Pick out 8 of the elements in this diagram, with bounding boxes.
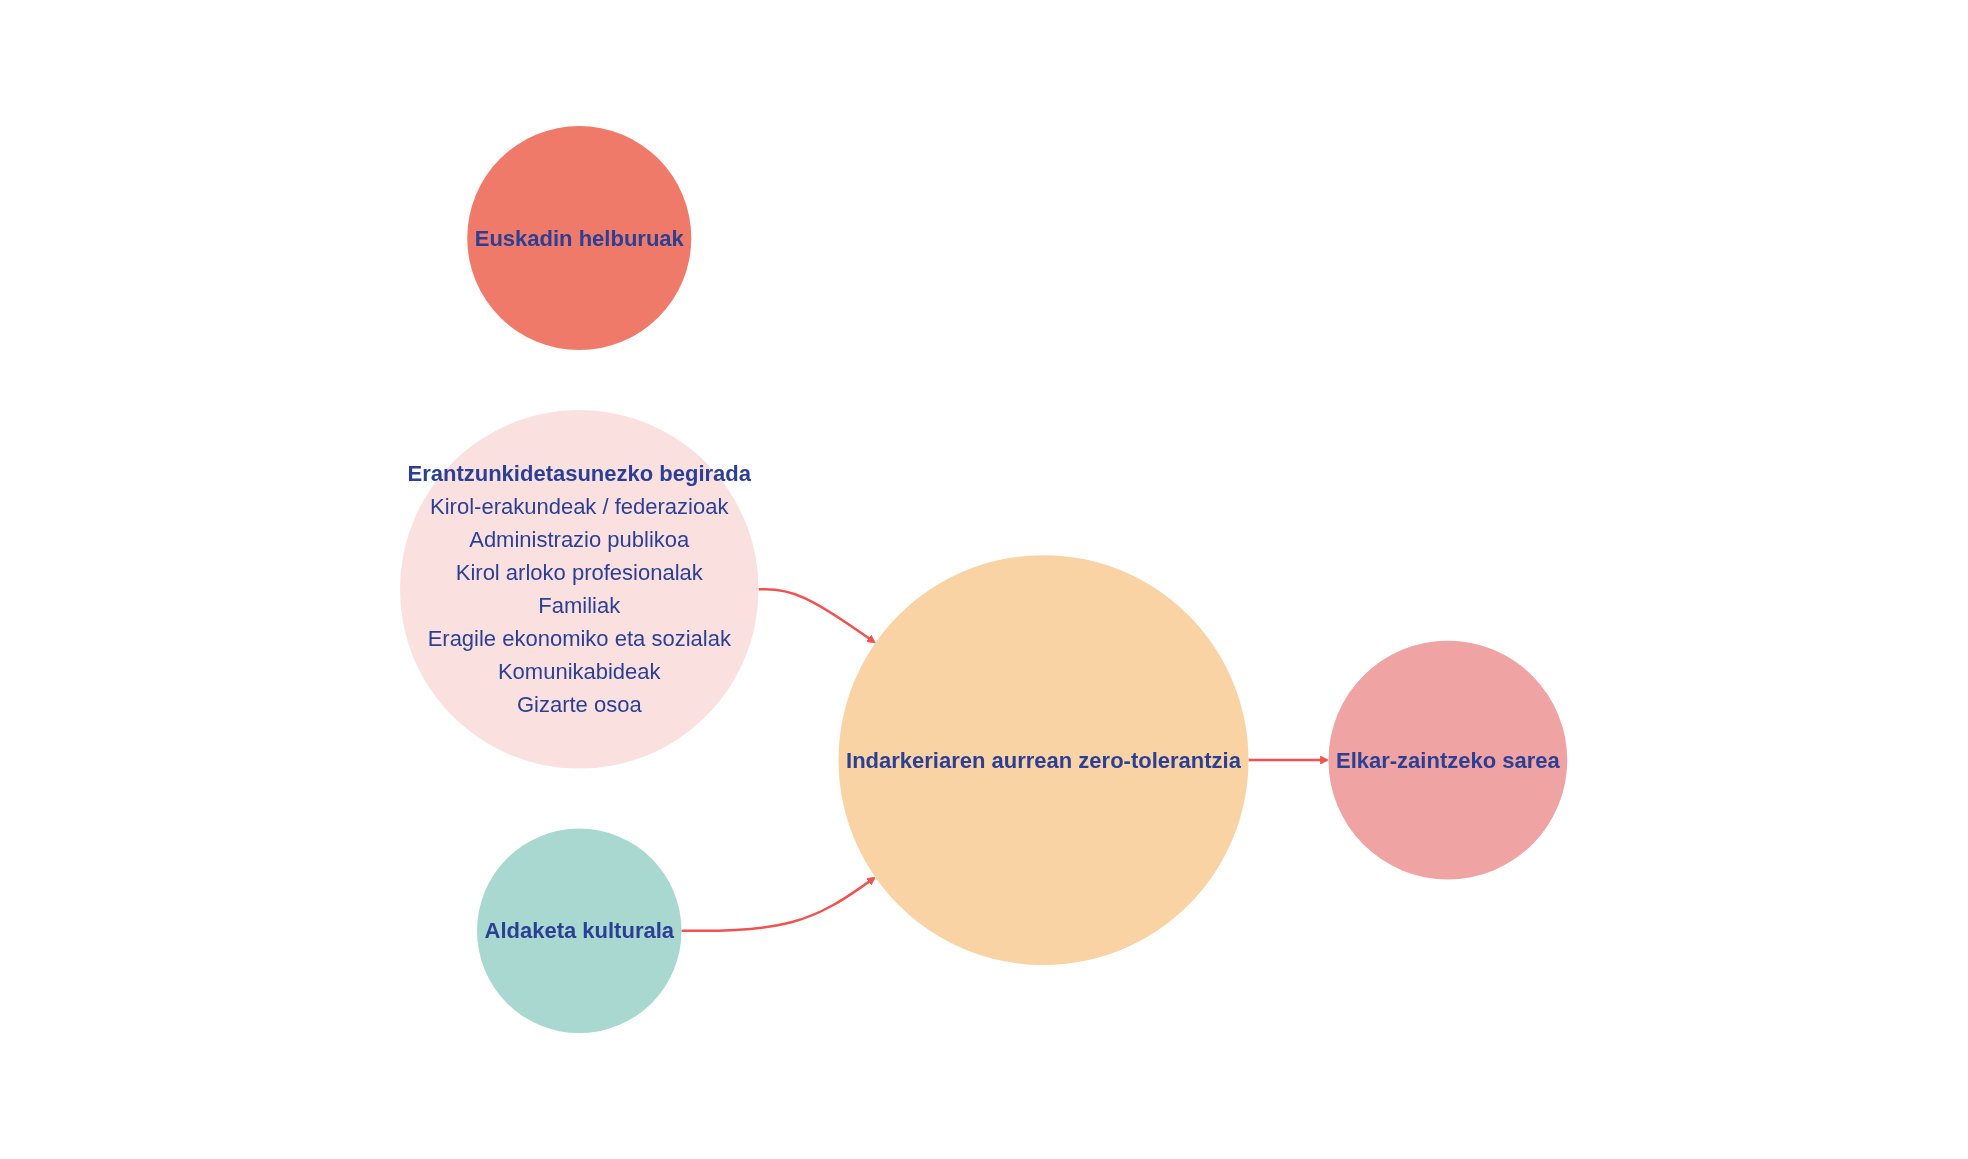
- arrow: [758, 588, 877, 644]
- node-circle: Elkar-zaintzeko sarea: [1328, 640, 1568, 880]
- node-circle: Aldaketa kulturala: [477, 828, 682, 1034]
- arrow: [681, 876, 877, 933]
- node-circle: Indarkeriaren aurrean zero-tolerantzia: [838, 555, 1249, 965]
- arrow: [1248, 755, 1330, 765]
- node-circle: Euskadin helburuak: [467, 125, 692, 350]
- node-circle: Erantzunkidetasunezko begirada Kirol-erakundeak / federazioak Administrazio publikoa Kirol arloko profesionalak Familiak Eragile ekonomiko eta sozialak Komunikabideak Gizarte osoa: [400, 410, 759, 769]
